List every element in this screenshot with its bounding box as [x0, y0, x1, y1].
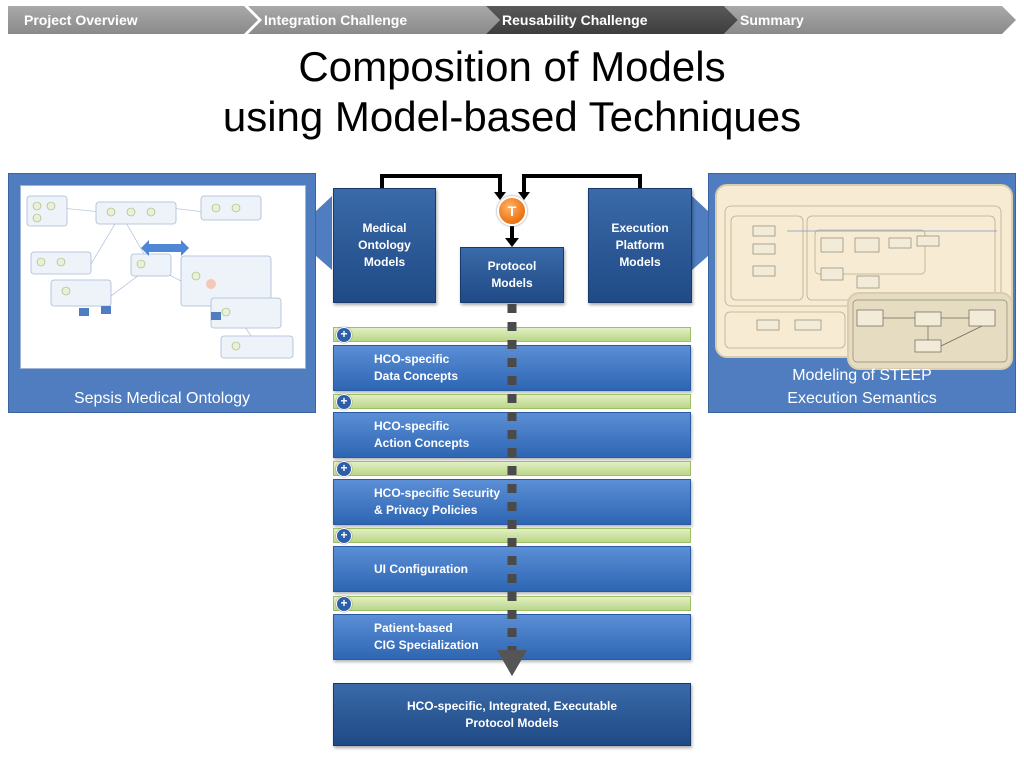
steep-simulation-image [852, 299, 1008, 363]
sepsis-ontology-caption: Sepsis Medical Ontology [73, 390, 251, 407]
medical-ontology-models-label: Medical Ontology Models [358, 221, 411, 269]
plus-icon[interactable]: + [336, 461, 352, 477]
arrowhead-right-icon [518, 192, 530, 200]
protocol-models-box: Protocol Models [460, 247, 564, 303]
execution-platform-models-label: Execution Platform Models [611, 221, 669, 269]
result-models-label: HCO-specific, Integrated, Executable Pro… [406, 698, 618, 730]
down-arrow-icon-front [497, 650, 527, 676]
medical-ontology-models-box: Medical Ontology Models [333, 188, 436, 303]
layer-label: UI Configuration [374, 561, 468, 576]
title-line-2: using Model-based Techniques [222, 93, 802, 140]
execution-platform-models-box: Execution Platform Models [588, 188, 692, 303]
plus-icon[interactable]: + [336, 596, 352, 612]
arrowhead-left-icon [494, 192, 506, 200]
plus-icon[interactable]: + [336, 394, 352, 410]
layer-security-privacy: HCO-specific Security & Privacy Policies [333, 479, 691, 525]
steep-simulation-thumbnail [847, 292, 1013, 370]
execution-to-transform-connector [522, 174, 642, 196]
left-panel-pointer [316, 196, 332, 270]
layer-ui-configuration: UI Configuration [333, 546, 691, 592]
layer-label: HCO-specific Security & Privacy Policies [374, 486, 501, 517]
steep-semantics-panel: Modeling of STEEP Execution Semantics [708, 173, 1016, 413]
layer-label: Patient-based CIG Specialization [374, 621, 479, 652]
ontology-graph-image [26, 195, 294, 359]
steep-caption-line-1: Modeling of STEEP [792, 367, 932, 384]
title-line-1: Composition of Models [298, 43, 726, 90]
arrowhead-down-icon [505, 238, 519, 247]
steep-caption-line-2: Execution Semantics [787, 390, 937, 407]
steep-statechart-image [724, 205, 1002, 349]
transform-icon: T [497, 196, 527, 226]
nav-project-overview[interactable]: Project Overview [8, 6, 258, 34]
result-models-box: HCO-specific, Integrated, Executable Pro… [333, 683, 691, 746]
layer-label: HCO-specific Action Concepts [374, 419, 470, 450]
nav-summary[interactable]: Summary [724, 6, 1016, 34]
medical-to-transform-connector [380, 174, 502, 196]
protocol-models-label: Protocol Models [487, 259, 537, 290]
sepsis-ontology-panel: Sepsis Medical Ontology [8, 173, 316, 413]
right-panel-pointer [692, 196, 708, 270]
page-title: Composition of Models using Model-based … [0, 42, 1024, 142]
nav-integration-challenge[interactable]: Integration Challenge [248, 6, 500, 34]
nav-reusability-challenge[interactable]: Reusability Challenge [486, 6, 738, 34]
plus-icon[interactable]: + [336, 327, 352, 343]
plus-icon[interactable]: + [336, 528, 352, 544]
ontology-diagram-thumbnail [20, 185, 306, 369]
layer-label: HCO-specific Data Concepts [374, 352, 459, 383]
breadcrumb: Project Overview Integration Challenge R… [8, 6, 1016, 34]
